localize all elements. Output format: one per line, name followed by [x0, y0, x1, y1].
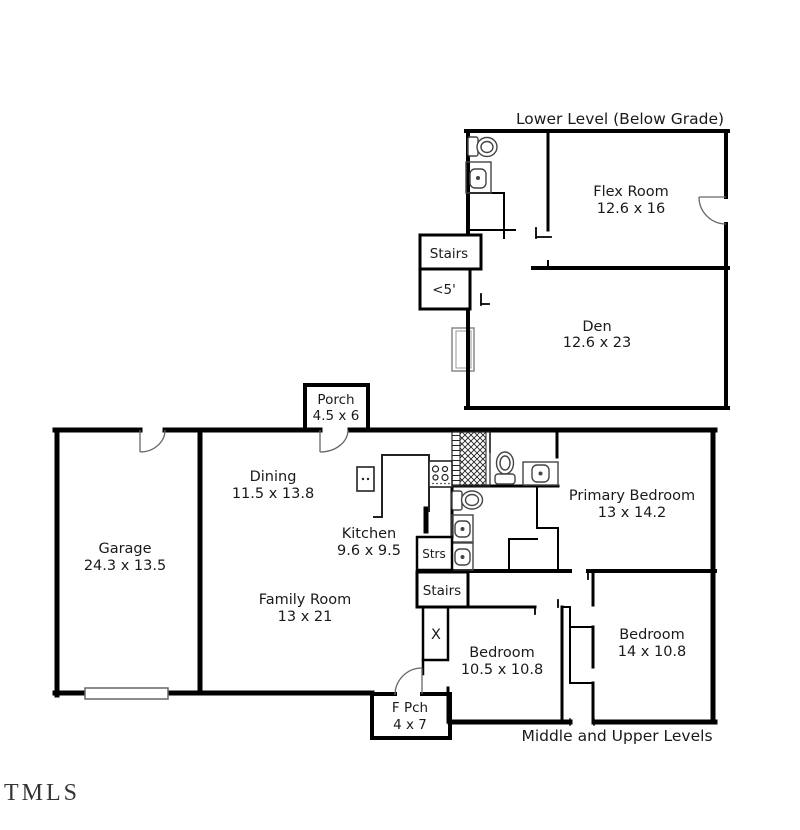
dining-label: Dining	[250, 469, 297, 485]
dining-dims: 11.5 x 13.8	[232, 486, 314, 502]
flex-door-swing	[698, 196, 727, 225]
bedroom1-dims: 10.5 x 10.8	[461, 662, 543, 678]
flex-room-label: Flex Room	[593, 184, 669, 200]
hall-sink-icon	[522, 461, 559, 486]
primary-bedroom-dims: 13 x 14.2	[598, 505, 667, 521]
bedroom2-dims: 14 x 10.8	[618, 644, 687, 660]
den-dims: 12.6 x 23	[563, 335, 632, 351]
low-clearance-label: <5'	[432, 282, 456, 298]
staircase-hatch	[451, 431, 491, 487]
den-label: Den	[582, 319, 611, 335]
porch-walls	[303, 383, 370, 432]
main-stairs-box	[415, 570, 470, 609]
lower-toilet-icon	[467, 136, 498, 158]
front-porch-door-swing	[394, 667, 423, 696]
garage-door-swing	[139, 429, 166, 453]
lower-stairs-box	[418, 233, 483, 311]
fireplace	[451, 327, 475, 372]
bedroom1-label: Bedroom	[469, 645, 535, 661]
porch-label: Porch	[317, 392, 354, 408]
stair-marker-label: X	[431, 627, 441, 643]
lower-stairs-label: Stairs	[430, 246, 468, 262]
bath-sink-icon-1	[451, 514, 474, 543]
front-porch-dims: 4 x 7	[393, 717, 427, 733]
main-stairs-label: Stairs	[423, 583, 461, 599]
main-interior-walls	[421, 428, 717, 724]
lower-sink-icon	[465, 161, 492, 194]
garage-label: Garage	[98, 541, 151, 557]
lower-level-title: Lower Level (Below Grade)	[516, 110, 724, 128]
main-level-title: Middle and Upper Levels	[521, 727, 712, 745]
tmls-watermark: TMLS	[4, 780, 80, 806]
strs-box	[415, 535, 454, 572]
hall-toilet-icon	[494, 451, 516, 485]
family-room-label: Family Room	[259, 592, 352, 608]
family-room-dims: 13 x 21	[278, 609, 333, 625]
kitchen-label: Kitchen	[342, 526, 397, 542]
strs-label: Strs	[422, 547, 446, 561]
garage-dims: 24.3 x 13.5	[84, 558, 166, 574]
dishwasher-icon	[356, 466, 375, 492]
porch-dims: 4.5 x 6	[313, 408, 360, 424]
front-porch-label: F Pch	[392, 700, 428, 716]
main-level-walls	[52, 427, 718, 726]
flex-room-dims: 12.6 x 16	[597, 201, 666, 217]
kitchen-dims: 9.6 x 9.5	[337, 543, 401, 559]
bedroom2-label: Bedroom	[619, 627, 685, 643]
porch-door-swing	[319, 429, 349, 453]
front-porch-walls	[370, 692, 452, 740]
bath-toilet-icon	[451, 490, 484, 511]
stove-icon	[428, 460, 453, 488]
garage-door	[84, 687, 169, 700]
primary-bedroom-label: Primary Bedroom	[569, 488, 695, 504]
